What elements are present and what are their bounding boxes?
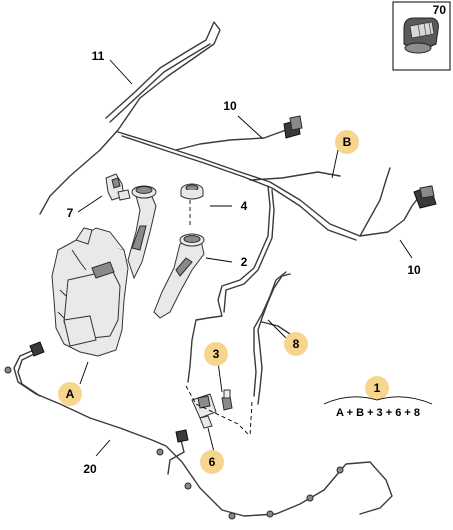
svg-text:B: B bbox=[343, 135, 352, 149]
thumbnail-label: 70 bbox=[433, 3, 447, 17]
harness-connector-mid bbox=[175, 429, 189, 443]
leader-lines bbox=[77, 59, 413, 457]
pump-3 bbox=[221, 389, 233, 411]
main-hose-10 bbox=[117, 129, 419, 241]
harness-clips bbox=[4, 366, 344, 520]
upper-hose-11 bbox=[38, 20, 222, 216]
badge-A: A bbox=[58, 382, 82, 406]
hose-8 bbox=[253, 271, 291, 405]
callout-11: 11 bbox=[92, 49, 105, 63]
kit-brace bbox=[323, 396, 433, 405]
svg-text:8: 8 bbox=[293, 337, 300, 351]
badge-1: 1 bbox=[374, 381, 381, 395]
filler-neck-2 bbox=[153, 233, 205, 319]
kit-formula: A + B + 3 + 6 + 8 bbox=[336, 407, 420, 419]
svg-text:6: 6 bbox=[209, 455, 216, 469]
pump-alignment-line bbox=[185, 385, 251, 437]
badge-6: 6 bbox=[200, 450, 224, 474]
cap-4 bbox=[180, 183, 204, 200]
kit-group-1: 1 A + B + 3 + 6 + 8 bbox=[323, 376, 433, 419]
hose-center bbox=[187, 185, 275, 383]
callout-10-right: 10 bbox=[407, 263, 421, 277]
thumbnail-part-icon bbox=[403, 17, 439, 54]
hose-alignment-line bbox=[249, 401, 253, 437]
badge-B: B bbox=[335, 130, 359, 154]
callout-7: 7 bbox=[67, 206, 74, 220]
svg-text:A: A bbox=[66, 387, 75, 401]
harness-connector-left bbox=[29, 341, 45, 357]
filler-neck bbox=[127, 185, 157, 280]
thumbnail-panel: 70 bbox=[392, 1, 451, 71]
callout-4: 4 bbox=[241, 199, 248, 213]
badge-3: 3 bbox=[204, 342, 228, 366]
washer-reservoir bbox=[51, 227, 129, 357]
pump-bracket-6 bbox=[191, 393, 217, 429]
badge-8: 8 bbox=[284, 332, 308, 356]
callout-2: 2 bbox=[241, 255, 248, 269]
bracket-7 bbox=[105, 173, 131, 201]
lower-hose-20 bbox=[13, 349, 393, 517]
hose-connector-right bbox=[413, 185, 437, 209]
callout-20: 20 bbox=[83, 462, 97, 476]
callout-10-top: 10 bbox=[223, 99, 237, 113]
svg-text:3: 3 bbox=[213, 347, 220, 361]
hose-connector-10 bbox=[283, 115, 303, 139]
